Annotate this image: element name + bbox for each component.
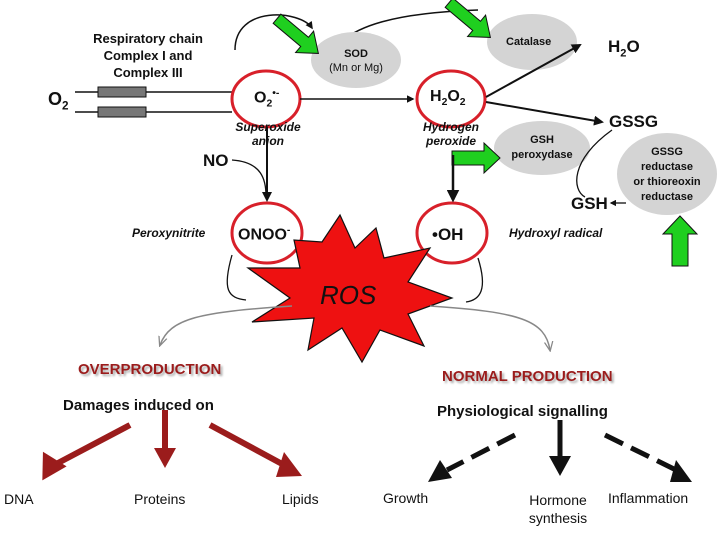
h2o2-h: H (430, 88, 442, 105)
target-synthesis: synthesis (528, 510, 588, 526)
onoo-text: ONOO (238, 226, 287, 244)
target-inflammation: Inflammation (608, 490, 689, 506)
green-arrow-catalase (444, 0, 492, 38)
green-arrow-sod (272, 13, 320, 54)
gsh-peroxydase-label: GSH peroxydase (500, 133, 584, 163)
water-label: H2O (608, 38, 640, 59)
sod-label: SOD (Mn or Mg) (312, 47, 400, 75)
arrow-h2o2-to-gssg (485, 101, 604, 126)
reductase-ellipse (617, 133, 717, 215)
chain-line-1: Respiratory chain (93, 31, 203, 46)
arrow-gssg-to-gsh (576, 129, 613, 198)
o2-o: O (48, 89, 63, 109)
signalling-arrows (428, 420, 692, 482)
superoxide-label: Superoxide anion (220, 120, 316, 148)
target-dna: DNA (4, 491, 34, 507)
gsh-label: GSH (571, 194, 608, 213)
gsh-peroxydase-line-1: GSH (530, 134, 554, 146)
normal-title: NORMAL PRODUCTION (442, 368, 613, 385)
normal-subtitle: Physiological signalling (437, 403, 608, 420)
arrow-no-to-onoo (231, 159, 267, 197)
superoxide-label-1: Superoxide (235, 120, 301, 134)
chain-line-2: Complex I and (103, 48, 193, 63)
gssg-label: GSSG (609, 112, 659, 131)
superoxide-sub: 2 (266, 98, 273, 110)
sod-line-1: SOD (344, 48, 368, 60)
arrow-to-overproduction (160, 305, 293, 345)
sod-ellipse (311, 32, 401, 88)
green-arrow-gsh-peroxydase (451, 141, 501, 175)
superoxide-sup: •- (272, 88, 280, 99)
h2o2-label-2: peroxide (425, 134, 476, 148)
peroxynitrite-circle (230, 201, 304, 265)
catalase-label: Catalase (506, 36, 552, 48)
h2o2-o-sub: 2 (459, 97, 466, 109)
reductase-line-2: reductase (641, 161, 693, 173)
chain-line-3: Complex III (113, 65, 183, 80)
target-growth: Growth (383, 490, 429, 506)
target-lipids: Lipids (282, 491, 319, 507)
water-h: H (608, 37, 621, 56)
overproduction-title: OVERPRODUCTION (78, 361, 222, 378)
superoxide-label-2: anion (252, 134, 284, 148)
reductase-line-4: reductase (641, 191, 693, 203)
green-arrow-reductase (661, 215, 699, 267)
h2o2-o: O (447, 88, 460, 105)
arrow-to-normal-production (429, 305, 550, 350)
h2o2-label-1: Hydrogen (422, 120, 479, 134)
hydroxyl-label: Hydroxyl radical (509, 226, 603, 240)
damage-arrows (42, 410, 302, 481)
reductase-line-3: or thioreoxin (633, 176, 701, 188)
arrow-h2o2-to-water (485, 44, 582, 98)
h2o2-label: Hydrogen peroxide (405, 120, 497, 148)
water-sub: 2 (620, 47, 627, 60)
hydroxyl-formula: •OH (432, 225, 464, 244)
sod-line-2: (Mn or Mg) (329, 62, 383, 74)
no-label: NO (203, 151, 229, 170)
o2-sub: 2 (62, 99, 69, 113)
respiratory-chain-bars (75, 86, 232, 118)
curve-to-sod (234, 14, 313, 51)
reductase-label: GSSG reductase or thioreoxin reductase (617, 145, 717, 205)
superoxide-formula: O2•- (254, 88, 280, 110)
ros-burst (246, 213, 454, 364)
catalase-ellipse (487, 14, 577, 70)
o2-label: O2 (48, 90, 69, 112)
gsh-peroxydase-ellipse (494, 121, 590, 175)
ros-label: ROS (320, 280, 377, 310)
reductase-line-1: GSSG (651, 146, 683, 158)
peroxynitrite-label: Peroxynitrite (132, 226, 206, 240)
h2o2-circle (415, 69, 487, 129)
overproduction-subtitle: Damages induced on (63, 397, 214, 414)
superoxide-o: O (254, 89, 267, 107)
h2o2-formula: H2O2 (430, 89, 466, 109)
gsh-peroxydase-line-2: peroxydase (511, 149, 573, 161)
h2o2-h-sub: 2 (441, 97, 448, 109)
hydroxyl-circle (415, 201, 489, 265)
target-hormone-synthesis: Hormone synthesis (508, 491, 608, 527)
target-proteins: Proteins (134, 491, 186, 507)
onoo-formula: ONOO- (238, 225, 291, 244)
target-hormone: Hormone (529, 492, 587, 508)
water-o: O (626, 37, 640, 56)
onoo-sup: - (286, 225, 291, 236)
respiratory-chain-label: Respiratory chain Complex I and Complex … (62, 30, 234, 81)
